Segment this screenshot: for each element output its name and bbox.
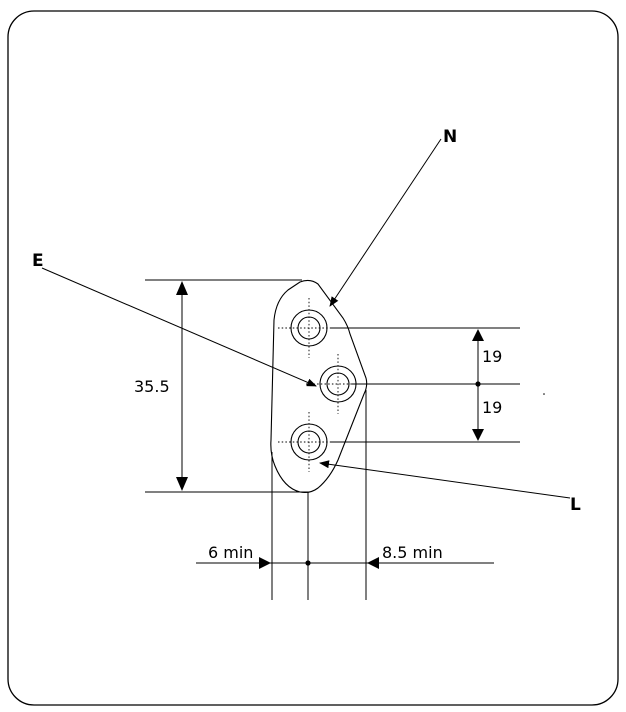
spacing-arrow-top [472, 329, 484, 341]
earth-leader-line [41, 267, 317, 387]
left-clearance-label: 6 min [208, 543, 253, 562]
neutral-label: N [443, 127, 457, 147]
height-arrow-bottom [176, 477, 188, 491]
live-label: L [570, 495, 581, 515]
right-clearance-label: 8.5 min [382, 543, 443, 562]
right-clearance-arrow [367, 557, 379, 569]
live-pin [278, 412, 348, 472]
plug-outline [270, 279, 368, 494]
neutral-leader-line [329, 138, 442, 307]
height-arrow-top [176, 281, 188, 295]
clearance-center-dot [305, 560, 311, 566]
earth-pin [306, 354, 370, 414]
diagram-border [7, 10, 619, 706]
earth-label: E [32, 251, 44, 271]
stray-mark [543, 393, 545, 395]
pin-spacing-upper-label: 19 [482, 347, 502, 366]
pin-spacing-lower-label: 19 [482, 398, 502, 417]
spacing-center-dot [475, 381, 481, 387]
left-clearance-arrow [259, 557, 271, 569]
height-dimension-label: 35.5 [134, 377, 170, 396]
neutral-pin [278, 298, 348, 358]
spacing-arrow-bottom [472, 429, 484, 441]
live-leader-line [319, 460, 571, 499]
